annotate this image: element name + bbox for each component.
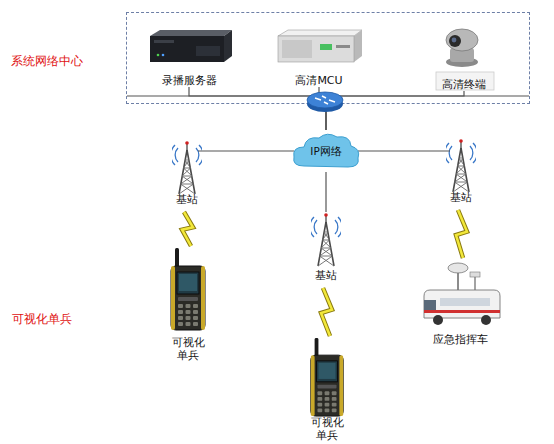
- handset-icon: [311, 338, 343, 416]
- device-node: 录播服务器: [141, 29, 237, 87]
- server-icon: [150, 30, 232, 62]
- device-label: 可视化 单兵: [170, 336, 206, 362]
- vehicle-icon: [424, 263, 500, 325]
- mcu-icon: [278, 30, 362, 62]
- device-label: 高清MCU: [295, 74, 342, 87]
- link-line: [358, 150, 450, 151]
- cloud-label: IP网络: [310, 145, 341, 158]
- link-line: [189, 87, 326, 130]
- device-label: 基站: [176, 193, 198, 206]
- camera-icon: [436, 29, 494, 90]
- tower-icon: [171, 141, 203, 194]
- device-node: 高清MCU: [271, 29, 367, 87]
- device-label: 应急指挥车: [433, 333, 488, 346]
- link-line: [198, 150, 294, 151]
- network-link: [198, 151, 294, 152]
- device-label: 录播服务器: [162, 74, 217, 87]
- router-icon: [307, 92, 343, 112]
- device-label: 基站: [450, 191, 472, 204]
- device-node: 可视化 单兵: [164, 246, 212, 362]
- device-label: 基站: [315, 269, 337, 282]
- device-label: 可视化 单兵: [309, 416, 345, 442]
- tower-icon: [445, 139, 477, 192]
- device-label: 高清终端: [442, 78, 486, 91]
- network-link: [319, 87, 326, 130]
- lightning-bolt: [456, 210, 467, 258]
- group-heading: 系统网络中心: [11, 55, 83, 68]
- device-node: 基站: [306, 212, 346, 282]
- lightning-bolt: [321, 288, 332, 336]
- tower-icon: [310, 213, 342, 266]
- wireless-link: [321, 288, 332, 336]
- link-line: [319, 87, 326, 130]
- network-link: [326, 172, 327, 212]
- device-node: 应急指挥车: [414, 258, 506, 346]
- link-line: [325, 172, 326, 212]
- device-node: 高清终端: [419, 25, 509, 91]
- lightning-bolt: [321, 288, 332, 336]
- wireless-link: [182, 212, 193, 246]
- link-line: [326, 91, 464, 130]
- device-node: 可视化 单兵: [304, 336, 350, 442]
- network-cloud: IP网络: [290, 130, 362, 172]
- lightning-bolt: [456, 210, 467, 258]
- network-link: [326, 91, 464, 130]
- section-label: 可视化单兵: [12, 313, 72, 326]
- wireless-link: [456, 210, 467, 258]
- cloud-shape: [294, 134, 359, 167]
- device-node: 基站: [442, 138, 480, 204]
- network-link: [358, 151, 450, 152]
- network-center-band: 系统网络中心录播服务器高清MCU高清终端: [126, 12, 530, 104]
- lightning-bolt: [182, 212, 193, 246]
- device-node: 基站: [168, 140, 206, 206]
- handset-icon: [171, 248, 205, 330]
- network-link: [189, 87, 326, 130]
- lightning-bolt: [182, 212, 193, 246]
